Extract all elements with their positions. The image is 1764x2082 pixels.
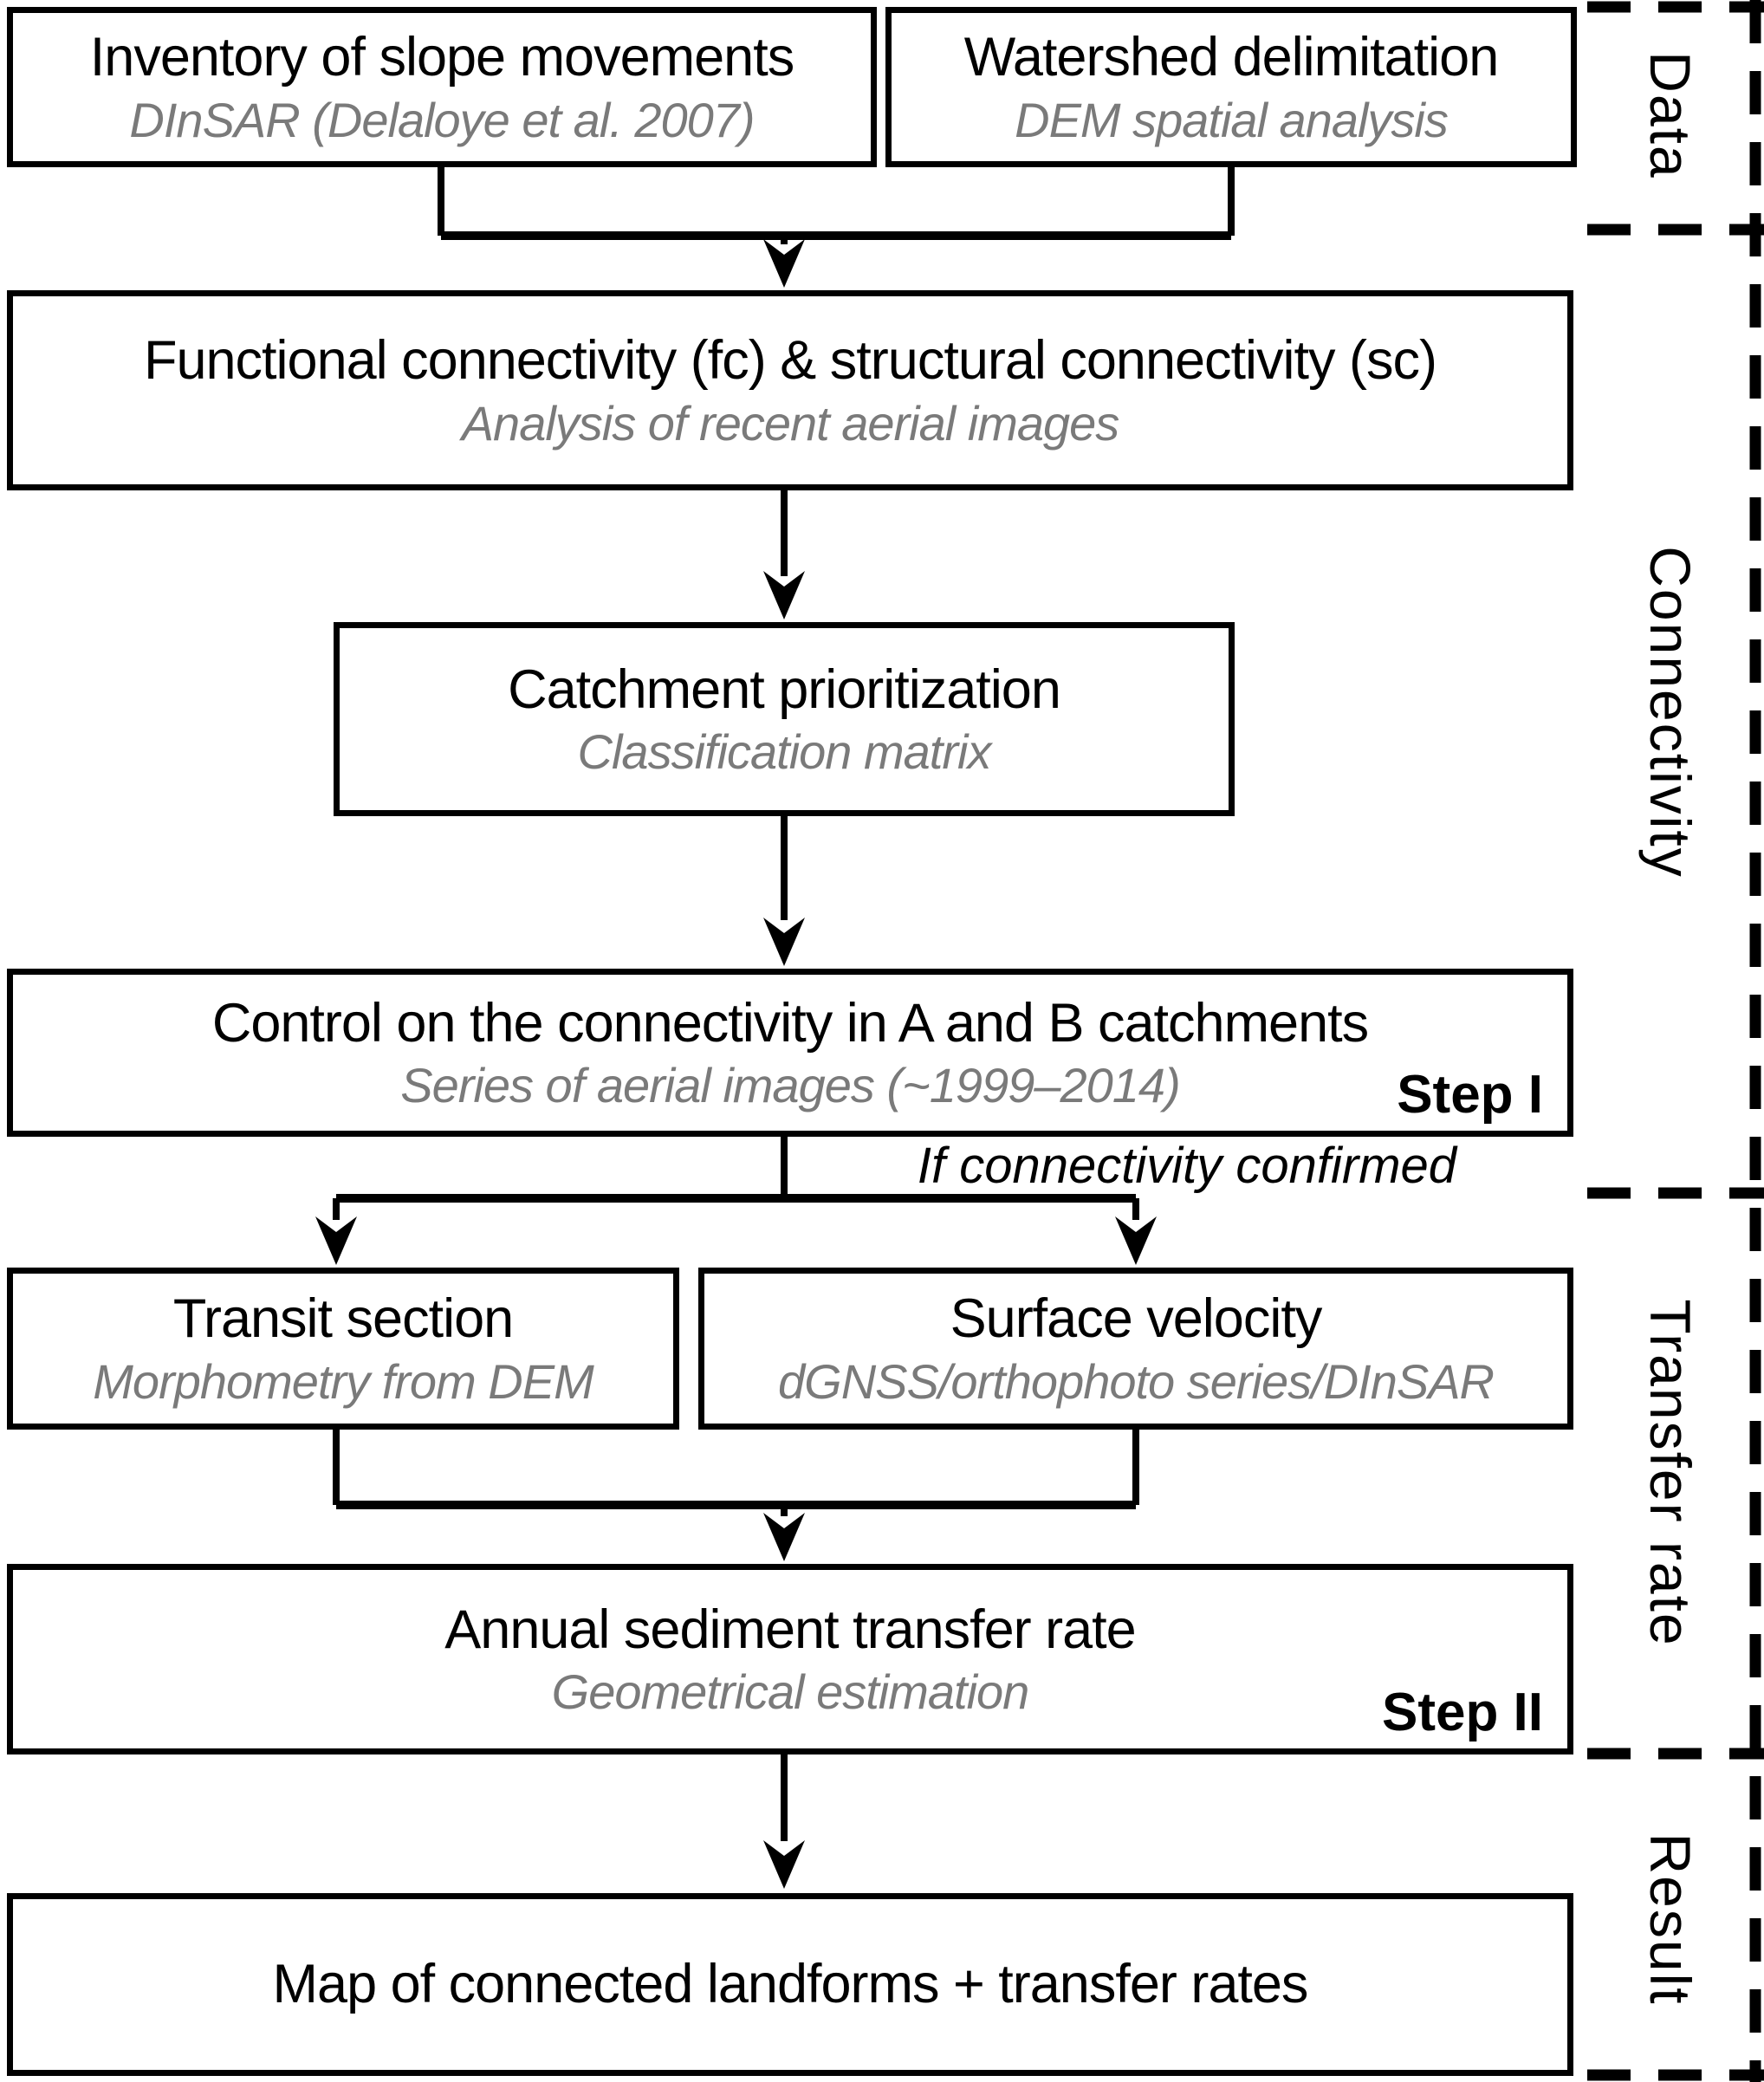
step-2-label: Step II (1381, 1683, 1543, 1742)
box-title: Watershed delimitation (963, 27, 1499, 88)
box-catchment-prioritization: Catchment prioritization Classification … (334, 622, 1235, 816)
box-subtitle: DEM spatial analysis (1015, 92, 1449, 147)
box-subtitle: Geometrical estimation (551, 1664, 1030, 1720)
box-subtitle: Analysis of recent aerial images (461, 395, 1120, 451)
box-title: Functional connectivity (fc) & structura… (143, 330, 1437, 392)
box-inventory-of-slope-movements: Inventory of slope movements DInSAR (Del… (7, 7, 877, 167)
step-1-label: Step I (1397, 1065, 1543, 1125)
box-subtitle: dGNSS/orthophoto series/DInSAR (778, 1353, 1495, 1409)
box-subtitle: DInSAR (Delaloye et al. 2007) (129, 92, 755, 147)
box-title: Control on the connectivity in A and B c… (211, 992, 1369, 1054)
box-control-on-connectivity: Control on the connectivity in A and B c… (7, 969, 1573, 1137)
box-transit-section: Transit section Morphometry from DEM (7, 1268, 679, 1430)
section-label-result: Result (1638, 1832, 1702, 2006)
arrowheads (315, 239, 1157, 1889)
section-label-data: Data (1638, 51, 1702, 179)
box-subtitle: Morphometry from DEM (93, 1353, 593, 1409)
box-title: Surface velocity (950, 1288, 1323, 1350)
box-title: Catchment prioritization (508, 658, 1061, 720)
box-watershed-delimitation: Watershed delimitation DEM spatial analy… (885, 7, 1577, 167)
box-functional-structural-connectivity: Functional connectivity (fc) & structura… (7, 290, 1573, 490)
box-title: Annual sediment transfer rate (444, 1599, 1136, 1660)
box-subtitle: Series of aerial images (~1999–2014) (400, 1058, 1180, 1113)
box-map-of-connected-landforms: Map of connected landforms + transfer ra… (7, 1893, 1573, 2076)
box-title: Transit section (172, 1288, 514, 1350)
condition-if-connectivity-confirmed: If connectivity confirmed (917, 1138, 1457, 1194)
section-label-transfer-rate: Transfer rate (1638, 1299, 1702, 1647)
box-title: Inventory of slope movements (89, 27, 794, 88)
section-divider-dashed-lines (1587, 0, 1764, 2082)
section-label-connectivity: Connectivity (1638, 546, 1702, 879)
box-annual-sediment-transfer-rate: Annual sediment transfer rate Geometrica… (7, 1564, 1573, 1754)
box-title: Map of connected landforms + transfer ra… (272, 1954, 1309, 2015)
box-subtitle: Classification matrix (577, 724, 992, 780)
box-surface-velocity: Surface velocity dGNSS/orthophoto series… (698, 1268, 1573, 1430)
